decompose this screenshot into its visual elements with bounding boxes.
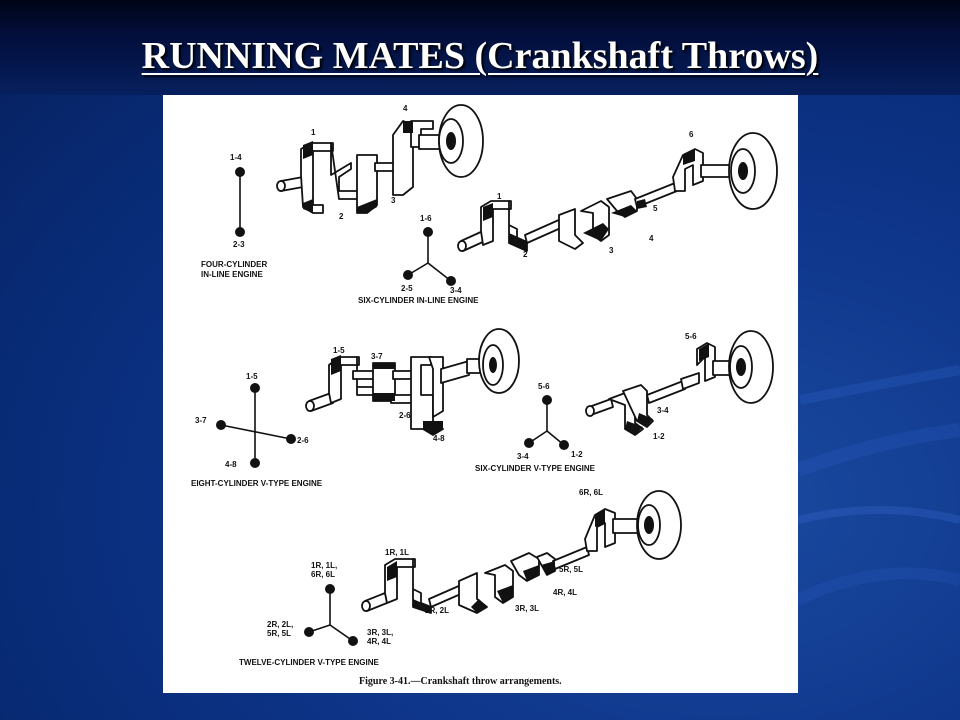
six-inline-vector-3-4: 3-4 [450, 286, 462, 295]
twelve-v-caption: TWELVE-CYLINDER V-TYPE ENGINE [239, 658, 380, 667]
four-cyl-throw-4: 4 [403, 104, 408, 113]
six-inline-vector-diagram: 1-6 2-5 3-4 SIX-CYLINDER IN-LINE ENGINE [358, 214, 479, 305]
six-v-crankshaft: 5-6 3-4 1-2 [585, 330, 774, 441]
twelve-v-throw-2r2l: 2R, 2L [425, 606, 449, 615]
four-cylinder-caption-line1: FOUR-CYLINDER [201, 260, 267, 269]
six-v-vector-1-2: 1-2 [571, 450, 583, 459]
six-inline-throw-5: 5 [653, 204, 658, 213]
four-cylinder-vector-diagram: 1-4 2-3 FOUR-CYLINDER IN-LINE ENGINE [201, 153, 267, 279]
four-cyl-throw-1: 1 [311, 128, 316, 137]
six-v-caption: SIX-CYLINDER V-TYPE ENGINE [475, 464, 596, 473]
eight-v-vector-3-7: 3-7 [195, 416, 207, 425]
six-v-throw-5-6: 5-6 [685, 332, 697, 341]
twelve-v-throw-1r1l: 1R, 1L [385, 548, 409, 557]
twelve-v-throw-3r3l: 3R, 3L [515, 604, 539, 613]
six-inline-throw-2: 2 [523, 250, 528, 259]
six-v-throw-1-2: 1-2 [653, 432, 665, 441]
eight-v-throw-2-6: 2-6 [399, 411, 411, 420]
six-inline-throw-6: 6 [689, 130, 694, 139]
twelve-v-crankshaft: 1R, 1L 2R, 2L 3R, 3L 4R, 4L 5R, 5L 6R, 6… [361, 488, 682, 615]
twelve-v-vector-diagram: 1R, 1L, 6R, 6L 2R, 2L, 5R, 5L 3R, 3L, 4R… [239, 561, 393, 667]
six-inline-vector-1-6: 1-6 [420, 214, 432, 223]
slide-title: RUNNING MATES (Crankshaft Throws) [141, 35, 819, 77]
vector-label-1-4: 1-4 [230, 153, 242, 162]
crankshaft-figure: 1-4 2-3 FOUR-CYLINDER IN-LINE ENGINE 1 2… [163, 95, 798, 693]
twelve-v-throw-5r5l: 5R, 5L [559, 565, 583, 574]
twelve-v-throw-4r4l: 4R, 4L [553, 588, 577, 597]
four-cyl-throw-3: 3 [391, 196, 396, 205]
six-v-vector-5-6: 5-6 [538, 382, 550, 391]
eight-v-throw-4-8: 4-8 [433, 434, 445, 443]
six-inline-vector-2-5: 2-5 [401, 284, 413, 293]
twelve-v-throw-6r6l: 6R, 6L [579, 488, 603, 497]
eight-v-throw-1-5: 1-5 [333, 346, 345, 355]
twelve-v-vector-3r3l: 3R, 3L, [367, 628, 393, 637]
eight-v-caption: EIGHT-CYLINDER V-TYPE ENGINE [191, 479, 323, 488]
twelve-v-vector-5r5l: 5R, 5L [267, 629, 291, 638]
twelve-v-vector-2r2l: 2R, 2L, [267, 620, 293, 629]
vector-label-2-3: 2-3 [233, 240, 245, 249]
twelve-v-vector-6r6l: 6R, 6L [311, 570, 335, 579]
figure-caption: Figure 3-41.—Crankshaft throw arrangemen… [359, 676, 562, 687]
title-band [0, 0, 960, 95]
six-inline-crankshaft: 1 2 3 4 5 6 [457, 130, 778, 259]
twelve-v-vector-1r1l: 1R, 1L, [311, 561, 337, 570]
six-v-vector-3-4: 3-4 [517, 452, 529, 461]
four-cylinder-caption-line2: IN-LINE ENGINE [201, 270, 263, 279]
six-inline-throw-4: 4 [649, 234, 654, 243]
four-cyl-throw-2: 2 [339, 212, 344, 221]
eight-v-vector-4-8: 4-8 [225, 460, 237, 469]
eight-v-vector-diagram: 1-5 3-7 2-6 4-8 EIGHT-CYLINDER V-TYPE EN… [191, 372, 323, 488]
six-v-throw-3-4: 3-4 [657, 406, 669, 415]
six-inline-throw-1: 1 [497, 192, 502, 201]
eight-v-throw-3-7: 3-7 [371, 352, 383, 361]
crankshaft-diagram: 1-4 2-3 FOUR-CYLINDER IN-LINE ENGINE 1 2… [191, 104, 778, 687]
four-cylinder-crankshaft: 1 2 3 4 [276, 104, 484, 221]
eight-v-crankshaft: 1-5 3-7 2-6 4-8 [305, 328, 520, 443]
twelve-v-vector-4r4l: 4R, 4L [367, 637, 391, 646]
six-inline-caption: SIX-CYLINDER IN-LINE ENGINE [358, 296, 479, 305]
eight-v-vector-1-5: 1-5 [246, 372, 258, 381]
eight-v-vector-2-6: 2-6 [297, 436, 309, 445]
six-v-vector-diagram: 5-6 3-4 1-2 SIX-CYLINDER V-TYPE ENGINE [475, 382, 596, 473]
six-inline-throw-3: 3 [609, 246, 614, 255]
